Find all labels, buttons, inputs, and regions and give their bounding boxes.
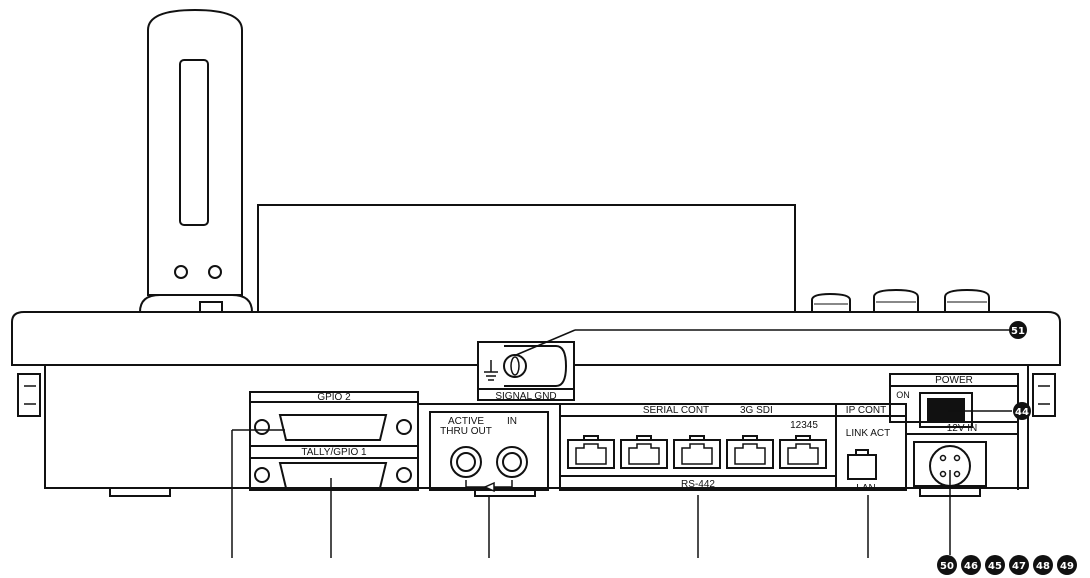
callout-44-badge — [1013, 402, 1031, 420]
panel-labels: SIGNAL GND GPIO 2 TALLY/GPIO 1 ACTIVE TH… — [301, 375, 977, 494]
callout-49: 49 — [1060, 561, 1074, 572]
label-gpio2: GPIO 2 — [317, 392, 351, 403]
callout-46: 46 — [964, 561, 978, 572]
signal-gnd-area — [477, 341, 575, 401]
top-housing — [257, 204, 796, 312]
ip-cont-panel — [835, 403, 907, 491]
rj45-port — [620, 435, 668, 469]
ground-symbol-icon — [484, 360, 498, 381]
label-3g-sdi: 3G SDI — [740, 405, 773, 416]
label-lan: LAN — [856, 483, 875, 494]
label-serial-cont: SERIAL CONT — [643, 405, 709, 416]
label-signal-gnd: SIGNAL GND — [495, 391, 556, 402]
knob-3 — [944, 288, 990, 312]
in-bnc — [496, 446, 528, 478]
gpio1-connector — [278, 462, 388, 489]
left-latch — [17, 373, 41, 417]
gpio1-screw-left — [254, 467, 270, 483]
rj45-port — [673, 435, 721, 469]
serial-cont-panel — [559, 403, 837, 491]
callout-51: 51 — [1011, 326, 1025, 337]
callout-badge — [1057, 555, 1077, 575]
gnd-screw — [503, 354, 527, 378]
gpio2-screw-left — [254, 419, 270, 435]
label-in: IN — [507, 416, 517, 427]
label-thru-out: THRU OUT — [440, 426, 492, 437]
label-tally-gpio1: TALLY/GPIO 1 — [301, 447, 367, 458]
knobs — [811, 288, 990, 312]
joystick-handle — [138, 8, 254, 313]
power-switch[interactable] — [919, 392, 973, 428]
callouts: 51 44 50 46 45 47 48 49 — [937, 321, 1077, 575]
loop-arrow-icon — [483, 481, 495, 493]
callout-48: 48 — [1036, 561, 1050, 572]
label-active: ACTIVE — [448, 416, 484, 427]
knob-2 — [873, 288, 919, 312]
power-panel — [889, 373, 1019, 490]
power-switch-rocker[interactable] — [927, 398, 965, 422]
handle-base — [138, 294, 254, 313]
label-port-numbers: 12345 — [790, 420, 818, 431]
label-link-act: LINK ACT — [846, 428, 890, 439]
label-power: POWER — [935, 375, 973, 386]
rj45-ports — [567, 435, 827, 469]
gpio2-connector — [278, 414, 388, 441]
callout-44: 44 — [1015, 407, 1029, 418]
callout-badge — [985, 555, 1005, 575]
gpio1-screw-right — [396, 467, 412, 483]
gpio2-screw-right — [396, 419, 412, 435]
leader-lines — [231, 329, 1012, 558]
callout-50: 50 — [940, 561, 954, 572]
handle-slot — [179, 59, 209, 226]
label-on: ON — [896, 390, 910, 400]
bottom-callouts: 50 46 45 47 48 49 — [937, 555, 1077, 575]
rj45-port — [726, 435, 774, 469]
rj45-port — [779, 435, 827, 469]
lan-port — [847, 454, 877, 480]
callout-badge — [1009, 555, 1029, 575]
handle-hole-left — [174, 265, 188, 279]
callout-51-badge — [1009, 321, 1027, 339]
label-ip-cont: IP CONT — [846, 405, 886, 416]
callout-badge — [1033, 555, 1053, 575]
handle-hole-right — [208, 265, 222, 279]
thru-out-bnc — [450, 446, 482, 478]
callout-45: 45 — [988, 561, 1002, 572]
right-latch — [1032, 373, 1056, 417]
rj45-port — [567, 435, 615, 469]
label-12v-in: 12V IN — [947, 423, 978, 434]
knob-1 — [811, 292, 851, 312]
callout-47: 47 — [1012, 561, 1026, 572]
label-rs442: RS-442 — [681, 479, 715, 490]
callout-badge — [937, 555, 957, 575]
active-thru-panel — [429, 411, 549, 493]
gpio-panel — [249, 391, 560, 491]
callout-badge — [961, 555, 981, 575]
